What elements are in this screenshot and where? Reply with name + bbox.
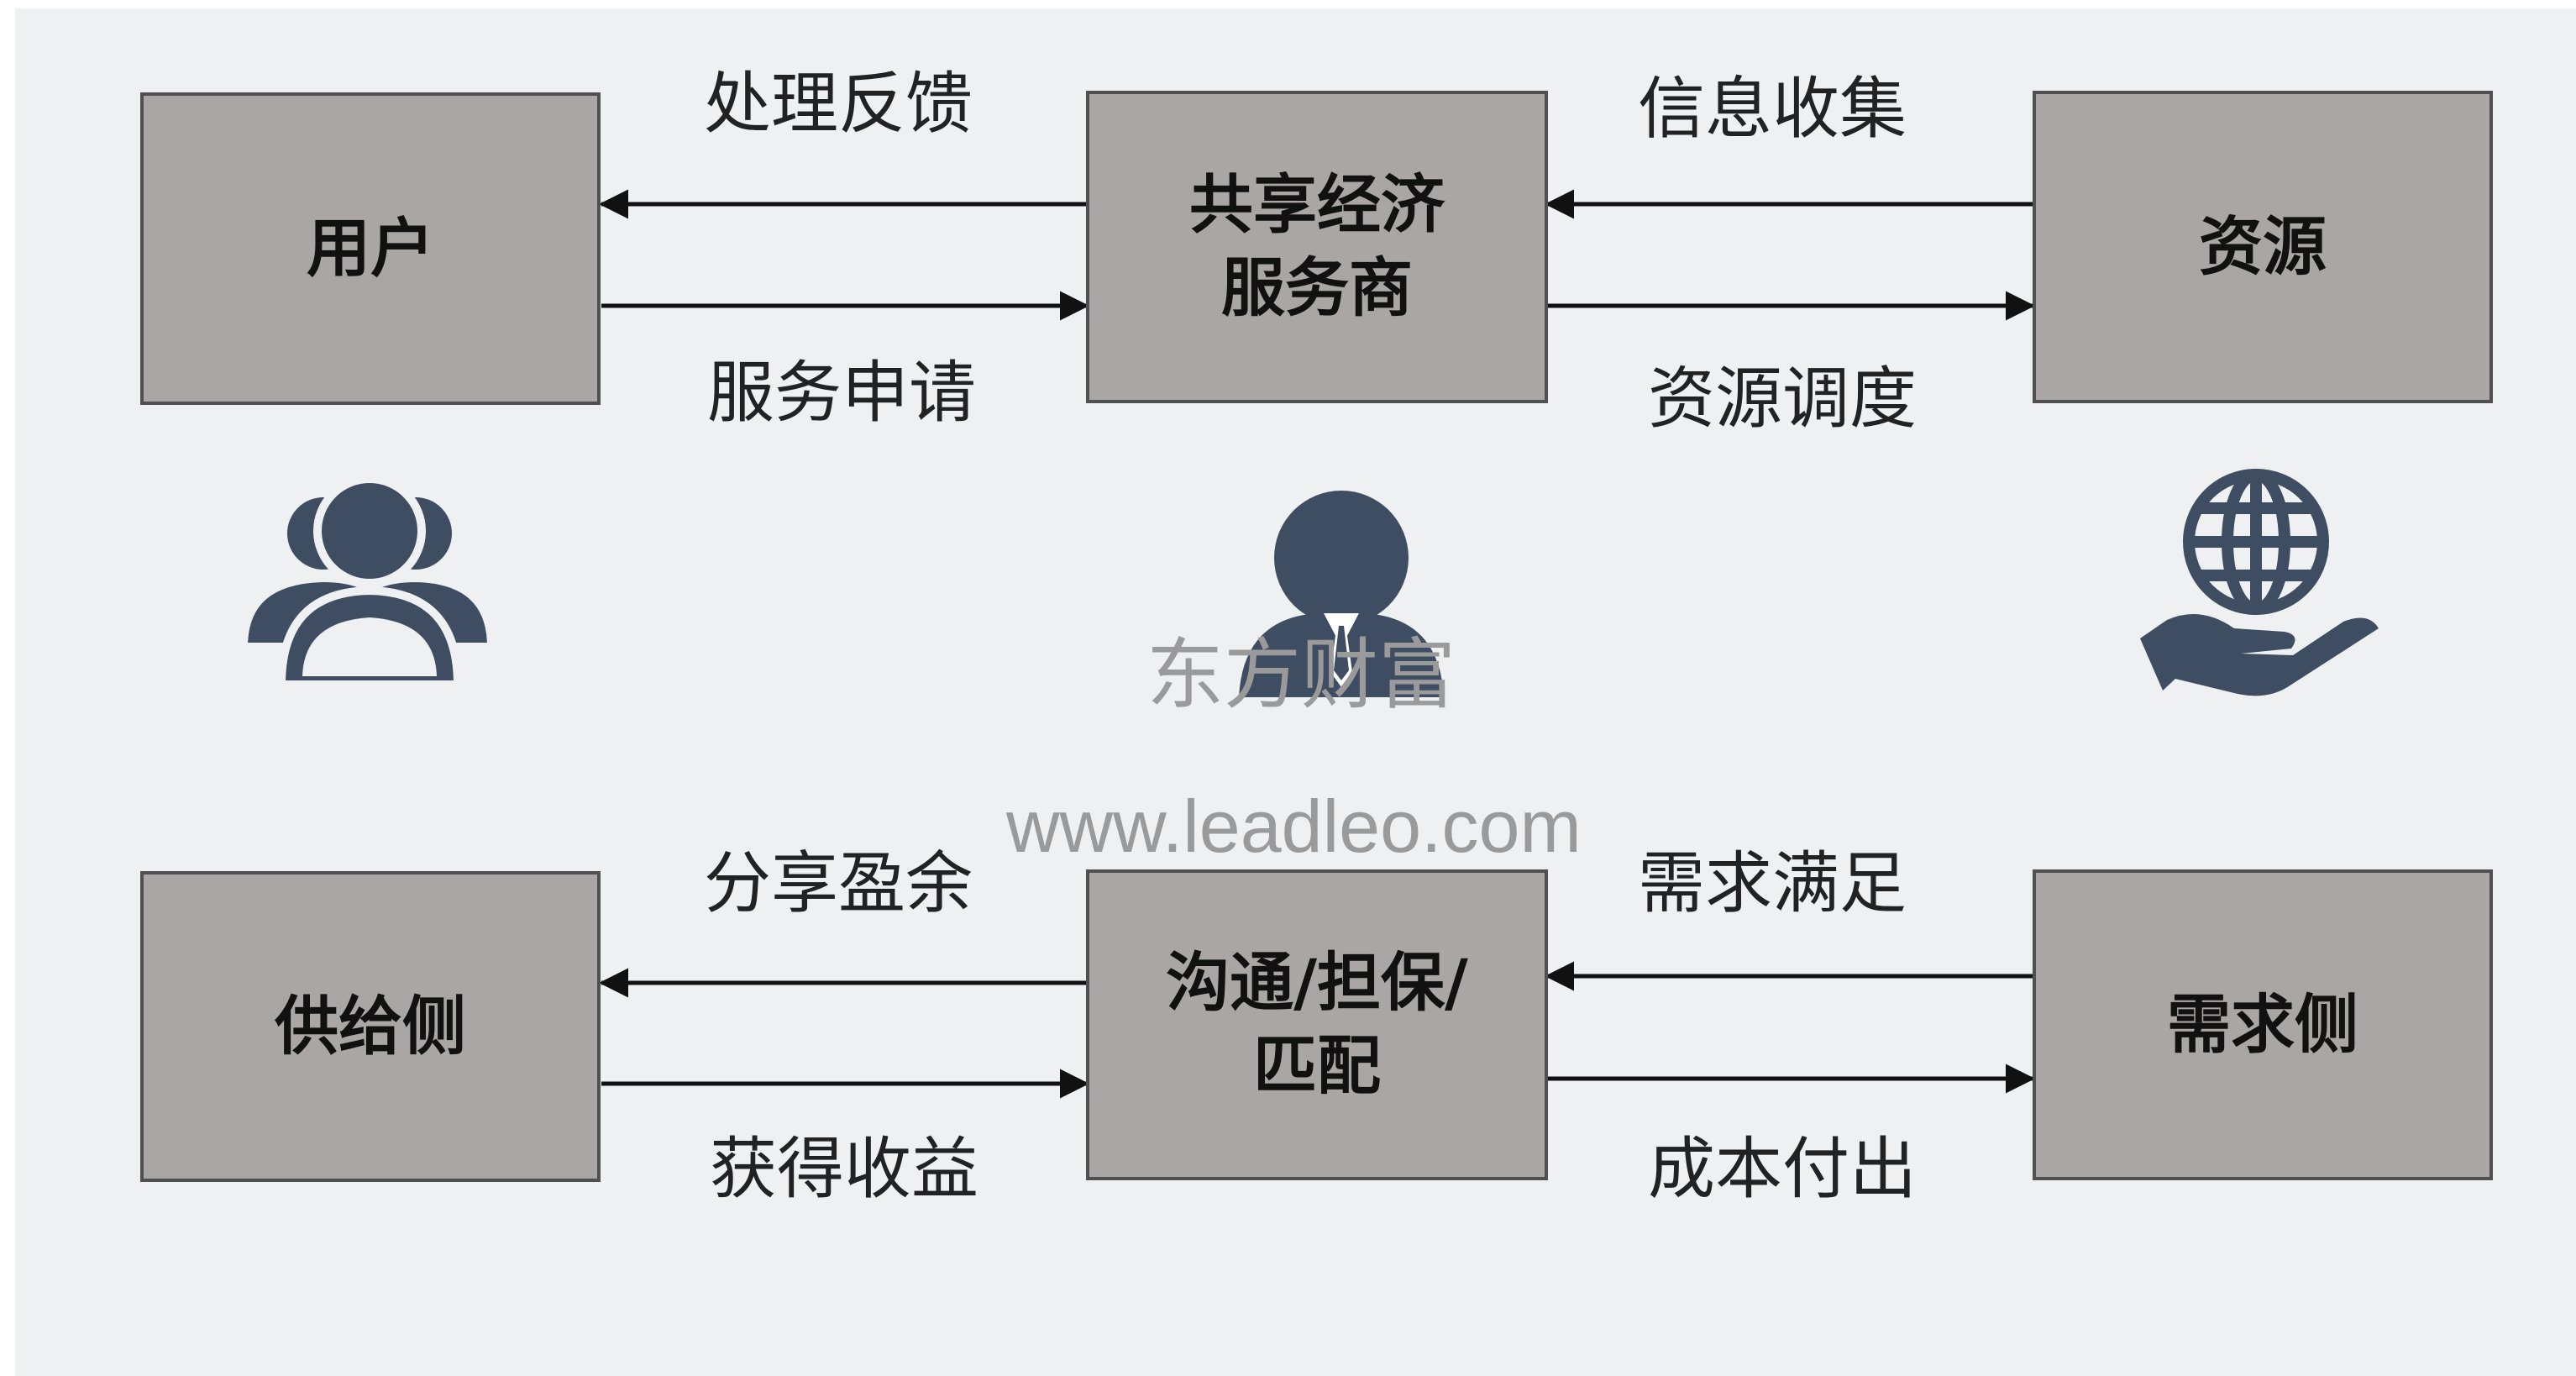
label-resource-dispatch: 资源调度 xyxy=(1648,360,1917,438)
supply-side-box-label: 供给侧 xyxy=(275,988,466,1064)
user-box: 用户 xyxy=(140,92,601,405)
watermark-url: www.leadleo.com xyxy=(1006,785,1582,868)
resource-box: 资源 xyxy=(2033,91,2493,403)
demand-side-box-label: 需求侧 xyxy=(2167,986,2358,1062)
label-gain-income: 获得收益 xyxy=(710,1130,978,1208)
demand-side-box: 需求侧 xyxy=(2033,869,2493,1180)
supply-side-box: 供给侧 xyxy=(140,871,601,1182)
provider-box-line2: 服务商 xyxy=(1221,250,1413,325)
label-info-collection: 信息收集 xyxy=(1638,70,1907,148)
user-box-label: 用户 xyxy=(307,210,434,286)
platform-box-line2: 匹配 xyxy=(1252,1028,1381,1103)
label-cost-paid: 成本付出 xyxy=(1648,1130,1917,1208)
label-service-request: 服务申请 xyxy=(707,354,976,432)
provider-box: 共享经济 服务商 xyxy=(1086,91,1548,403)
resource-box-label: 资源 xyxy=(2199,208,2327,284)
provider-box-line1: 共享经济 xyxy=(1189,167,1445,243)
label-demand-satisfied: 需求满足 xyxy=(1638,844,1907,922)
platform-box: 沟通/担保/ 匹配 xyxy=(1086,869,1548,1180)
platform-box-line1: 沟通/担保/ xyxy=(1166,945,1468,1021)
watermark-cn: 东方财富 xyxy=(1146,630,1456,720)
label-process-feedback: 处理反馈 xyxy=(704,65,973,143)
label-share-surplus: 分享盈余 xyxy=(704,844,973,922)
